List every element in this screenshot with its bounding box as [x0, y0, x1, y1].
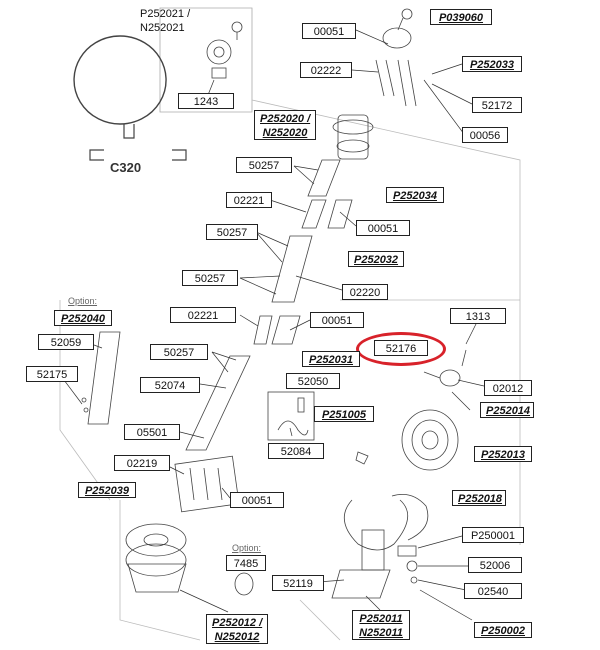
- label-00051-top: 00051: [302, 23, 356, 39]
- label-p252011-line1: P252011: [359, 613, 403, 625]
- label-p039060: P039060: [430, 9, 492, 25]
- label-00051-d: 00051: [230, 492, 284, 508]
- option-caption-1: Option:: [68, 296, 98, 306]
- label-n252011-line2: N252011: [359, 627, 403, 639]
- label-c320: C320: [110, 160, 142, 175]
- label-p252033: P252033: [462, 56, 522, 72]
- label-p252032: P252032: [348, 251, 404, 267]
- label-p252020-line1: P252020 /: [260, 113, 311, 125]
- label-02222: 02222: [300, 62, 352, 78]
- label-00056: 00056: [462, 127, 508, 143]
- label-1243: 1243: [178, 93, 234, 109]
- label-p252014: P252014: [480, 402, 534, 418]
- label-n252020-line2: N252020: [262, 127, 308, 139]
- highlight-circle: [356, 332, 446, 366]
- label-50257-a: 50257: [236, 157, 292, 173]
- label-52006: 52006: [468, 557, 522, 573]
- label-p252011: P252011 N252011: [352, 610, 410, 640]
- label-00051-b: 00051: [356, 220, 410, 236]
- label-52059: 52059: [38, 334, 94, 350]
- label-02219: 02219: [114, 455, 170, 471]
- label-p252021: P252021 /: [140, 8, 191, 20]
- label-p251005: P251005: [314, 406, 374, 422]
- label-02012: 02012: [484, 380, 532, 396]
- label-p252039: P252039: [78, 482, 136, 498]
- label-02221-a: 02221: [226, 192, 272, 208]
- label-p250002: P250002: [474, 622, 532, 638]
- label-52050: 52050: [286, 373, 340, 389]
- label-p252012-line1: P252012 /: [212, 617, 263, 629]
- label-52175: 52175: [26, 366, 78, 382]
- label-p250001: P250001: [462, 527, 524, 543]
- label-p252013: P252013: [474, 446, 532, 462]
- label-02220: 02220: [342, 284, 388, 300]
- label-7485: 7485: [226, 555, 266, 571]
- label-50257-c: 50257: [182, 270, 238, 286]
- label-p252012: P252012 / N252012: [206, 614, 268, 644]
- label-n252021: N252021: [140, 22, 185, 34]
- label-02221-b: 02221: [170, 307, 236, 323]
- label-52119: 52119: [272, 575, 324, 591]
- label-52084: 52084: [268, 443, 324, 459]
- label-52074: 52074: [140, 377, 200, 393]
- option-caption-2: Option:: [232, 543, 262, 553]
- label-p252018: P252018: [452, 490, 506, 506]
- label-p252034: P252034: [386, 187, 444, 203]
- label-52172: 52172: [472, 97, 522, 113]
- label-50257-d: 50257: [150, 344, 208, 360]
- label-02540: 02540: [464, 583, 522, 599]
- label-1313: 1313: [450, 308, 506, 324]
- label-p252020: P252020 / N252020: [254, 110, 316, 140]
- label-n252012-line2: N252012: [214, 631, 260, 643]
- label-05501: 05501: [124, 424, 180, 440]
- label-p252040: P252040: [54, 310, 112, 326]
- label-50257-b: 50257: [206, 224, 258, 240]
- label-00051-c: 00051: [310, 312, 364, 328]
- label-p252031: P252031: [302, 351, 360, 367]
